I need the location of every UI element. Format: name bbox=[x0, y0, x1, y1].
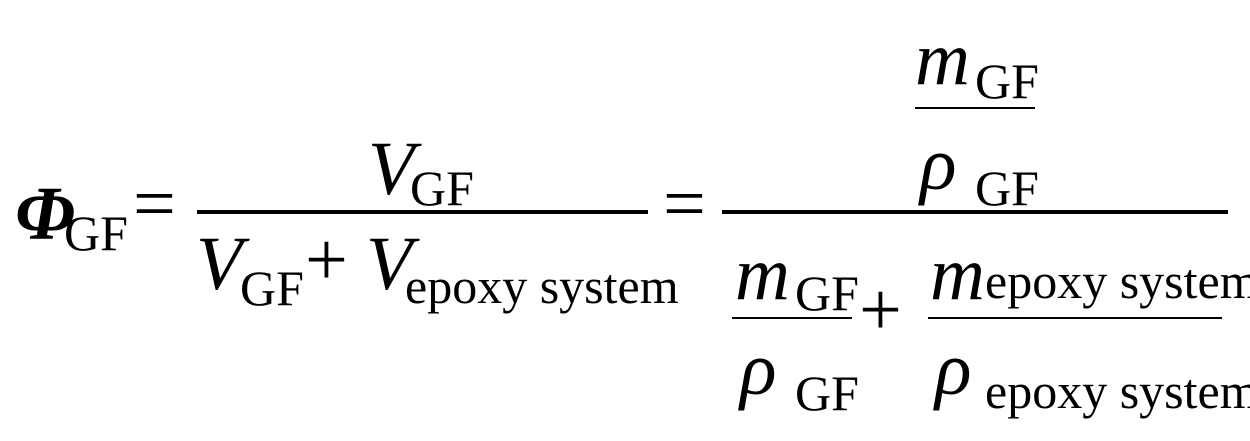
frac1-den-sub1: GF bbox=[240, 260, 304, 316]
fraction-bar-2 bbox=[722, 210, 1228, 214]
den-left-bar bbox=[732, 317, 852, 319]
equals-sign-1: = bbox=[133, 162, 176, 246]
den-left-m-sub: GF bbox=[795, 265, 859, 321]
phi-subscript: GF bbox=[64, 205, 128, 261]
fraction-bar-1 bbox=[197, 210, 648, 214]
den-right-m-sub: epoxy system bbox=[985, 253, 1250, 309]
num-m-sub: GF bbox=[975, 53, 1039, 109]
frac1-den-v1: V bbox=[196, 222, 243, 306]
den-left-m: m bbox=[735, 232, 790, 316]
num-rho-sub: GF bbox=[975, 160, 1039, 216]
plus-sign-2: + bbox=[859, 268, 902, 352]
den-left-rho-sub: GF bbox=[795, 365, 859, 421]
frac1-num-sub: GF bbox=[410, 160, 474, 216]
den-right-bar bbox=[928, 317, 1222, 319]
den-right-m: m bbox=[930, 232, 985, 316]
plus-sign-1: + bbox=[305, 218, 348, 302]
frac1-num-v: V bbox=[368, 127, 415, 211]
frac1-den-v2: V bbox=[366, 222, 413, 306]
den-right-rho: ρ bbox=[935, 327, 972, 411]
num-m: m bbox=[915, 17, 970, 101]
equals-sign-2: = bbox=[663, 162, 706, 246]
frac1-den-sub2: epoxy system bbox=[405, 258, 679, 314]
den-left-rho: ρ bbox=[740, 327, 777, 411]
num-inner-bar bbox=[915, 107, 1035, 109]
den-right-rho-sub: epoxy system bbox=[985, 363, 1250, 419]
num-rho: ρ bbox=[920, 122, 957, 206]
phi-symbol: Φ bbox=[15, 172, 75, 256]
